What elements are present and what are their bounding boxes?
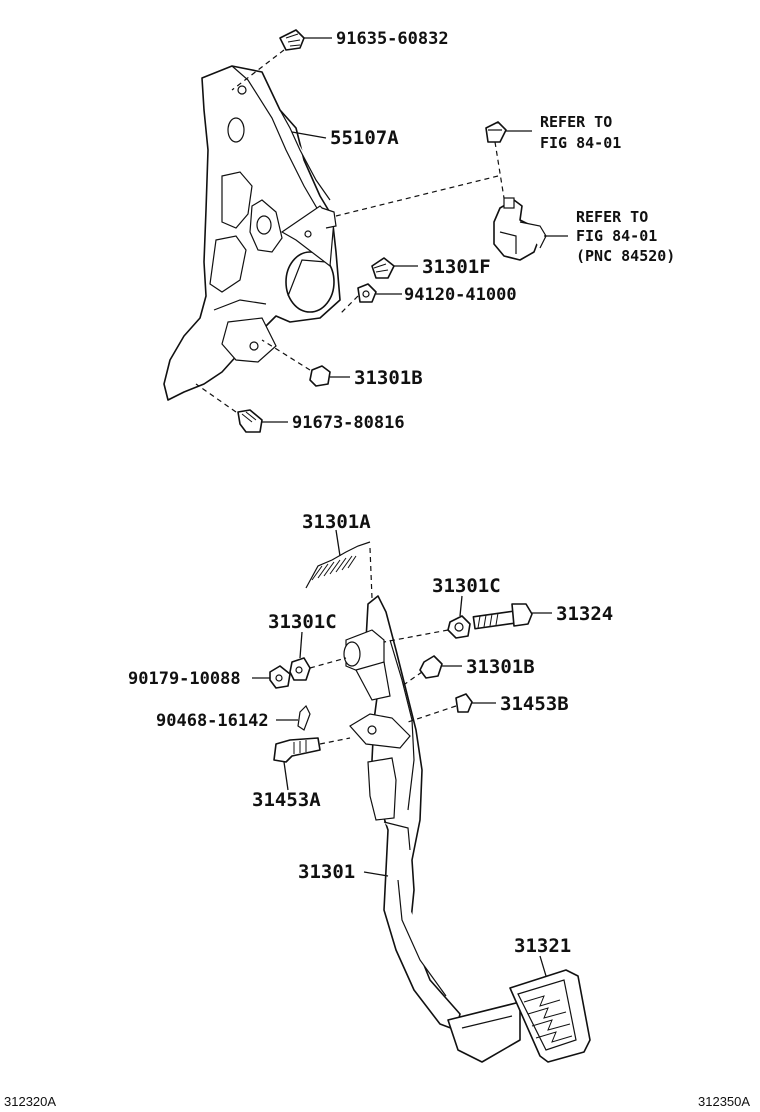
- pedal-pad: [509, 955, 591, 1063]
- bolt-top: [231, 29, 332, 91]
- label-pedal-arm: 31301: [298, 861, 355, 883]
- label-bolt-top: 91635-60832: [336, 29, 449, 49]
- stop-light-switch: [335, 175, 568, 261]
- label-nut-94120: 94120-41000: [404, 285, 517, 305]
- label-bolt-31301F: 31301F: [422, 256, 491, 278]
- pedal-arm: [343, 595, 521, 1063]
- label-bushing-left: 31301C: [268, 611, 337, 633]
- label-bushing-small: 31453B: [500, 693, 569, 715]
- lower-assembly: 31301A 31301C 31324 31301C 90179-10088 3…: [128, 511, 613, 1063]
- label-bracket: 55107A: [330, 127, 399, 149]
- bolt-low: [195, 383, 288, 433]
- pivot-bolt: [472, 603, 552, 630]
- label-refer-nut-1: REFER TO: [540, 113, 612, 131]
- label-cushion-31301B: 31301B: [354, 367, 423, 389]
- return-spring: [305, 529, 373, 599]
- label-pivot-bolt: 31324: [556, 603, 613, 625]
- figure-code-left: 312320A: [4, 1094, 56, 1109]
- label-refer-switch-2: FIG 84-01: [576, 227, 657, 245]
- bolt-31301F: [371, 257, 418, 279]
- label-spring: 31301A: [302, 511, 371, 533]
- cushion-31301B: [261, 339, 350, 387]
- label-refer-switch-3: (PNC 84520): [576, 247, 675, 265]
- pin-31453A: [273, 737, 351, 791]
- label-pin: 31453A: [252, 789, 321, 811]
- clip-nut: [485, 121, 532, 199]
- label-refer-switch-1: REFER TO: [576, 208, 648, 226]
- stopper-31301B: [401, 655, 462, 687]
- bushing-right: [383, 595, 471, 643]
- label-stopper: 31301B: [466, 656, 535, 678]
- bushing-small: [407, 693, 496, 723]
- pedal-bracket: [163, 65, 341, 401]
- label-pedal-pad: 31321: [514, 935, 571, 957]
- label-bushing-right: 31301C: [432, 575, 501, 597]
- label-bolt-low: 91673-80816: [292, 413, 405, 433]
- clip-90468: [276, 704, 311, 731]
- upper-assembly: 91635-60832 55107A REFER TO FIG 84-01 RE…: [163, 29, 675, 433]
- label-clip: 90468-16142: [156, 711, 269, 731]
- nut-94120: [339, 283, 402, 315]
- figure-code-right: 312350A: [698, 1094, 750, 1109]
- label-refer-nut-2: FIG 84-01: [540, 134, 621, 152]
- bushing-left: [289, 631, 347, 681]
- nut-90179: [252, 665, 291, 689]
- label-nut-90179: 90179-10088: [128, 669, 241, 689]
